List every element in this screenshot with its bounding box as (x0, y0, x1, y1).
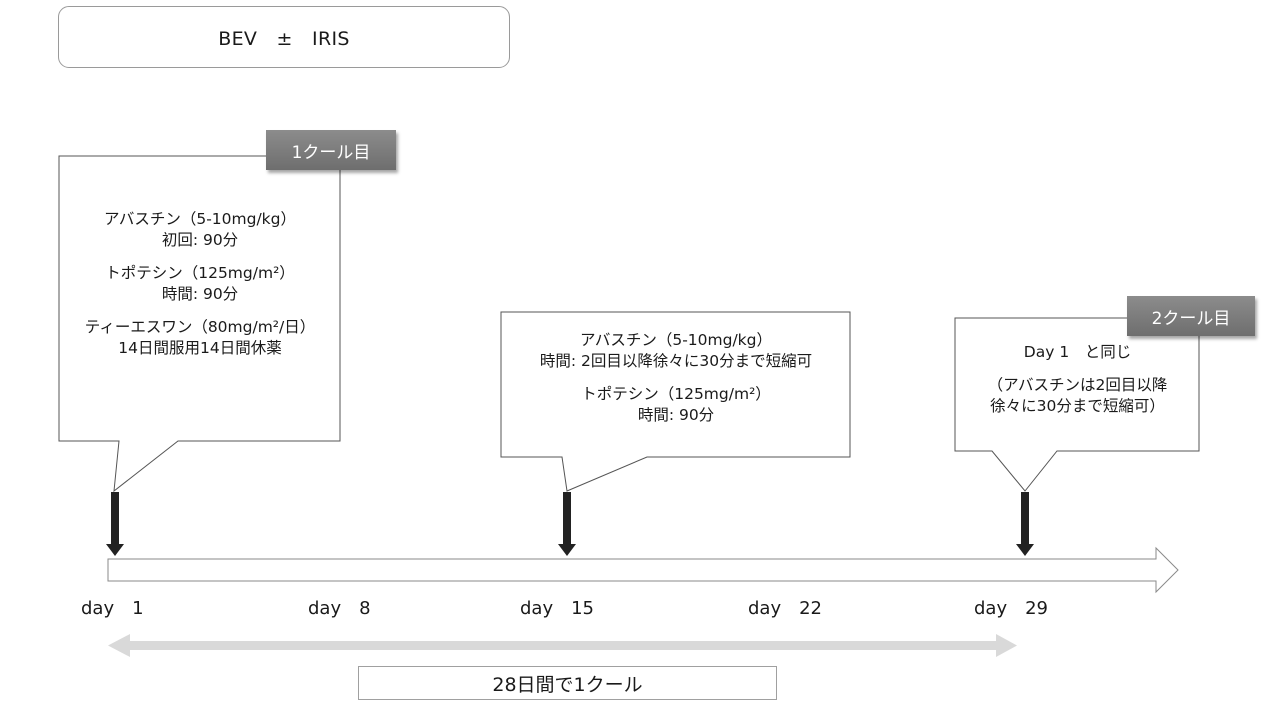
callout-line: 初回: 90分 (161, 231, 239, 249)
day-label-8: day 8 (308, 598, 371, 619)
cycle-span-arrow (108, 634, 1017, 657)
callout-line: （アバスチンは2回目以降 (987, 376, 1168, 394)
callout-day1-box (58, 155, 341, 493)
day-label-22: day 22 (748, 598, 823, 619)
callout-line: 時間: 2回目以降徐々に30分まで短縮可 (539, 352, 813, 370)
callout-line: 徐々に30分まで短縮可） (990, 397, 1165, 415)
callout-line: トポテシン（125mg/m²） (581, 385, 771, 403)
callout-line: アバスチン（5-10mg/kg） (103, 210, 297, 228)
day-label-15: day 15 (520, 598, 595, 619)
cycle-duration-label: 28日間で1クール (358, 666, 777, 700)
callout-line: ティーエスワン（80mg/m²/日） (84, 318, 316, 336)
marker-arrow-day1 (106, 492, 124, 556)
callout-line: トポテシン（125mg/m²） (105, 264, 295, 282)
timeline-arrow (107, 546, 1179, 594)
callout-day29-box (954, 317, 1200, 492)
callout-line: 14日間服用14日間休薬 (118, 339, 282, 357)
callout-day1-text: アバスチン（5-10mg/kg） 初回: 90分 トポテシン（125mg/m²）… (59, 209, 341, 359)
callout-day15-box (500, 311, 851, 492)
callout-line: Day 1 と同じ (1023, 343, 1132, 361)
callout-line: アバスチン（5-10mg/kg） (579, 331, 773, 349)
cycle-tag-2: 2クール目 (1127, 296, 1255, 336)
callout-day29-text: Day 1 と同じ （アバスチンは2回目以降 徐々に30分まで短縮可） (955, 342, 1200, 417)
marker-arrow-day15 (558, 492, 576, 556)
cycle-tag-1: 1クール目 (266, 130, 396, 170)
callout-line: 時間: 90分 (637, 406, 715, 424)
marker-arrow-day29 (1016, 492, 1034, 556)
callout-day15-text: アバスチン（5-10mg/kg） 時間: 2回目以降徐々に30分まで短縮可 トポ… (501, 330, 851, 426)
regimen-title: BEV ± IRIS (58, 6, 510, 68)
day-label-29: day 29 (974, 598, 1049, 619)
callout-line: 時間: 90分 (161, 285, 239, 303)
day-label-1: day 1 (81, 598, 144, 619)
